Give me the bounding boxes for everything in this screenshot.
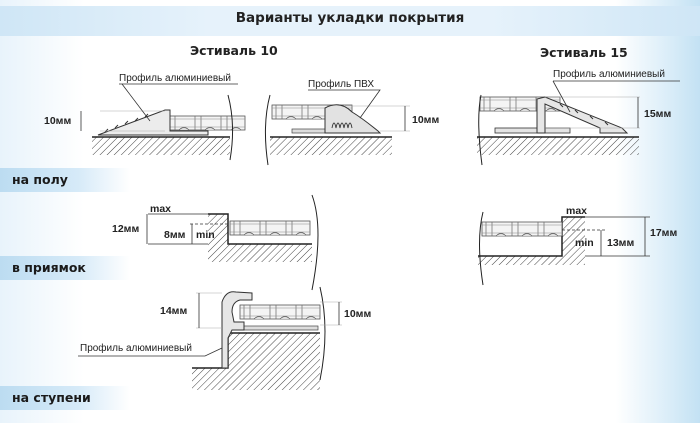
- column-title-estival-15: Эстиваль 15: [540, 45, 628, 60]
- title-bar: [0, 6, 700, 36]
- floor-e10-aluminium-height: 10мм: [44, 115, 71, 127]
- pit-e15-min-depth: 13мм: [607, 237, 634, 249]
- pit-e15-max-label: max: [566, 205, 587, 217]
- pit-e10-max-depth: 12мм: [112, 223, 139, 235]
- floor-e15-aluminium-height: 15мм: [644, 108, 671, 120]
- pit-e15-drawing: [478, 211, 650, 286]
- section-label-step: на ступени: [12, 390, 91, 405]
- floor-e10-pvc-height: 10мм: [412, 114, 439, 126]
- floor-e10-aluminium-drawing: [80, 83, 246, 161]
- step-drawing: [78, 286, 342, 390]
- floor-e15-aluminium-drawing: [477, 80, 680, 166]
- section-label-floor: на полу: [12, 172, 68, 187]
- section-band-floor: [0, 168, 130, 192]
- floor-e10-pvc-callout: Профиль ПВХ: [308, 78, 374, 90]
- pit-e10-max-label: max: [150, 203, 171, 215]
- pit-e10-min-label: min: [196, 229, 215, 241]
- diagram-title: Варианты укладки покрытия: [235, 10, 465, 26]
- section-label-pit: в приямок: [12, 260, 86, 275]
- floor-e15-aluminium-callout: Профиль алюминиевый: [553, 68, 665, 80]
- step-profile-height: 14мм: [160, 305, 187, 317]
- section-band-step: [0, 386, 130, 410]
- column-title-estival-10: Эстиваль 10: [190, 43, 278, 58]
- pit-e15-max-depth: 17мм: [650, 227, 677, 239]
- pit-e10-drawing: [146, 194, 319, 291]
- pit-e10-min-depth: 8мм: [164, 229, 186, 241]
- pit-e15-min-label: min: [575, 237, 594, 249]
- section-band-pit: [0, 256, 130, 280]
- floor-e10-pvc-drawing: [264, 89, 410, 166]
- floor-e10-aluminium-callout: Профиль алюминиевый: [119, 72, 231, 84]
- step-cover-height: 10мм: [344, 308, 371, 320]
- step-callout: Профиль алюминиевый: [80, 342, 192, 354]
